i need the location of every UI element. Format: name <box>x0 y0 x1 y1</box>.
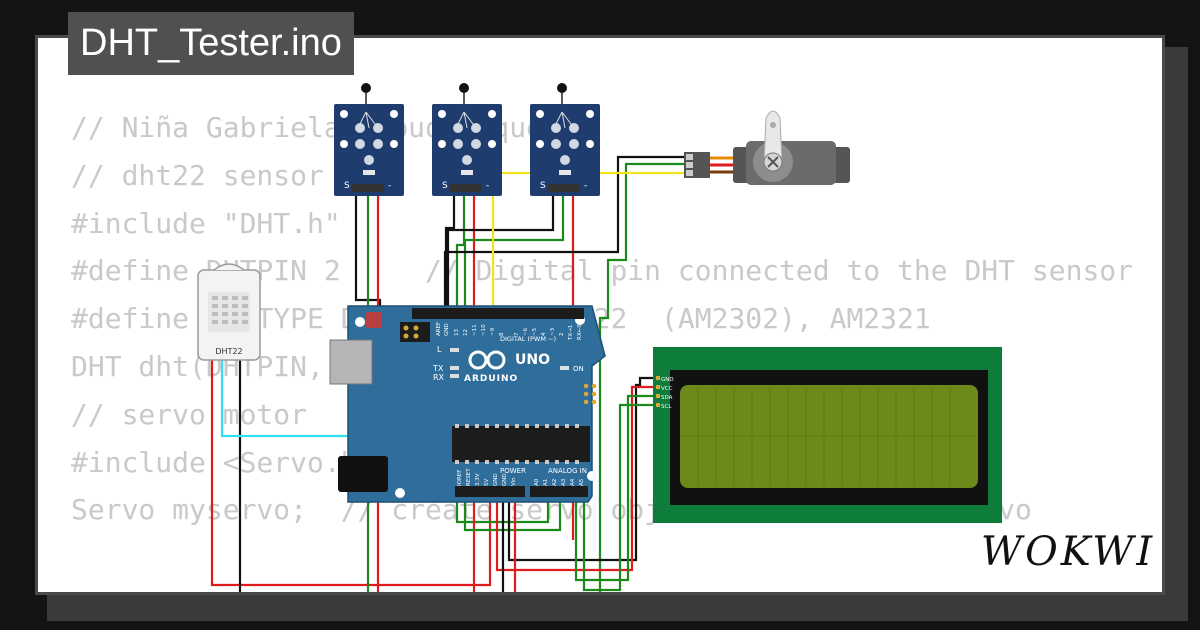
ntc-sensor-1[interactable]: S - <box>334 83 404 196</box>
wire-red <box>495 385 653 572</box>
pin-label: GND <box>493 473 499 486</box>
pin-label: GND <box>502 473 508 486</box>
pin-label: ~5 <box>532 327 538 336</box>
wire-green <box>574 394 653 582</box>
power-pin-labels: IOREF RESET 3.3V 5V GND GND Vin <box>457 468 517 486</box>
pin-label: ~6 <box>523 327 529 336</box>
wire-black <box>446 195 555 318</box>
pin-label: Vin <box>511 477 517 486</box>
code-line: // servo motor <box>71 397 308 431</box>
pin-label: 2 <box>559 333 565 337</box>
lcd-pin-vcc: VCC <box>661 386 673 392</box>
wire-black <box>507 376 653 562</box>
pin-label: A2 <box>552 479 558 486</box>
code-line: #include "DHT.h" <box>71 206 341 240</box>
code-line: // dht22 sensor <box>71 158 324 192</box>
pin-label-signal: S <box>540 181 546 191</box>
dht22-sensor[interactable]: DHT22 <box>197 263 261 361</box>
analog-pin-labels: A0 A1 A2 A3 A4 A5 <box>534 478 585 486</box>
led-label-on: ON <box>573 365 584 373</box>
pin-label-gnd: - <box>584 181 587 191</box>
pin-label: RESET <box>466 468 472 486</box>
pin-label: TX→1 <box>568 325 574 341</box>
pin-label: GND <box>444 323 450 336</box>
pin-label: AREF <box>436 322 442 336</box>
arduino-uno[interactable]: L TX RX ON UNO ARDUINO DIGITAL (PWM ~) P… <box>329 305 606 503</box>
led-label-l: L <box>437 345 442 354</box>
pin-label: A1 <box>543 479 549 486</box>
analog-header-label: ANALOG IN <box>548 467 587 475</box>
wire-red <box>210 355 492 587</box>
pin-label-signal: S <box>344 181 350 191</box>
pin-label: ~11 <box>472 324 478 336</box>
project-title: DHT_Tester.ino <box>68 12 354 75</box>
arduino-brand: ARDUINO <box>464 374 518 384</box>
led-label-rx: RX <box>433 373 445 382</box>
lcd-pin-scl: SCL <box>661 404 672 410</box>
digital-pin-labels: AREF GND 13 12 ~11 ~10 ~9 8 7 ~6 ~5 4 ~3… <box>436 322 583 341</box>
pin-label-gnd: - <box>388 181 391 191</box>
pin-label: 5V <box>484 479 490 486</box>
pin-label: 13 <box>454 329 460 336</box>
pin-label: IOREF <box>457 470 463 486</box>
servo-motor[interactable] <box>684 110 850 185</box>
lcd-pin-sda: SDA <box>661 395 673 401</box>
pin-label: RX←0 <box>577 324 583 340</box>
pin-label: A4 <box>570 478 576 486</box>
pin-label-signal: S <box>442 181 448 191</box>
power-header-label: POWER <box>500 467 526 475</box>
wire-green <box>598 162 687 592</box>
pin-label: 8 <box>499 332 505 336</box>
pin-label: ~9 <box>490 327 496 336</box>
pin-label: A5 <box>579 478 585 486</box>
arduino-logo-icon <box>468 350 506 370</box>
wire-black <box>443 155 687 318</box>
pin-label: 4 <box>541 332 547 336</box>
pin-label-gnd: - <box>486 181 489 191</box>
ntc-sensor-2[interactable]: S - <box>432 83 502 196</box>
lcd-display[interactable]: GND VCC SDA SCL <box>653 347 1002 523</box>
arduino-model: UNO <box>515 352 550 368</box>
dht22-label: DHT22 <box>215 347 242 356</box>
pin-label: A3 <box>561 478 567 486</box>
led-label-tx: TX <box>432 364 444 373</box>
pin-label: ~3 <box>550 327 556 336</box>
pin-label: A0 <box>534 478 540 486</box>
pin-label: 3.3V <box>475 473 481 486</box>
pin-label: ~10 <box>481 324 487 336</box>
wire-green <box>582 403 653 592</box>
digital-header-label: DIGITAL (PWM ~) <box>500 335 556 343</box>
pin-label: 7 <box>514 332 520 336</box>
pin-label: 12 <box>463 329 469 336</box>
wokwi-logo: WOKWI <box>980 529 1156 575</box>
ntc-sensor-3[interactable]: S - <box>530 83 600 196</box>
lcd-pin-gnd: GND <box>661 377 674 383</box>
